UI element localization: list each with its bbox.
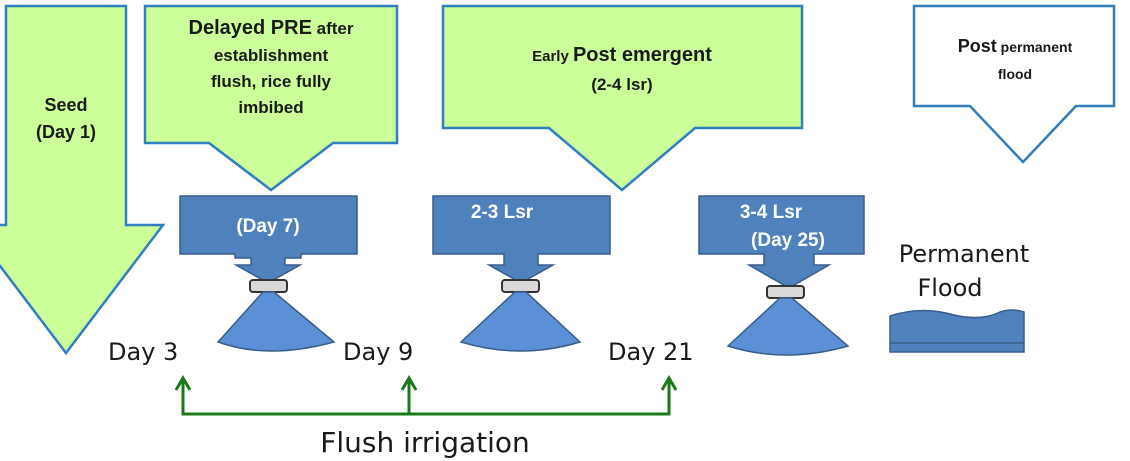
seed-label: Seed: [44, 95, 87, 115]
spray-callout: [432, 195, 611, 284]
nozzle-cap-icon: [501, 279, 540, 293]
spray-cone-icon: [459, 291, 582, 352]
post-flood-line2: flood: [998, 66, 1032, 82]
day-3-label: Day 3: [108, 338, 178, 366]
post-flood-small: permanent: [997, 39, 1073, 55]
spray-callout: [698, 195, 865, 289]
early-post-line1: Early Post emergent: [532, 44, 712, 66]
spray-cone-icon: [216, 291, 336, 352]
delayed-pre-after: after: [312, 19, 354, 38]
early-post-big: Post emergent: [573, 44, 712, 66]
spray-label: (Day 7): [236, 216, 299, 237]
seed-arrow-shape: [0, 4, 166, 356]
seed-arrow: Seed (Day 1): [0, 4, 166, 356]
spray-callout: [179, 195, 358, 284]
day-21-label: Day 21: [608, 338, 694, 366]
seed-day-label: (Day 1): [36, 122, 96, 142]
spray-3-4-lsr: 3-4 Lsr (Day 25): [698, 195, 865, 356]
early-post-line2: (2-4 lsr): [591, 75, 652, 94]
arrowhead-icon: [660, 375, 678, 391]
delayed-pre-bold: Delayed PRE: [189, 17, 312, 39]
permanent-flood-line2: Flood: [917, 274, 982, 302]
nozzle-cap-icon: [766, 285, 805, 299]
post-flood-arrow: Post permanent flood: [912, 4, 1116, 164]
spray-label: 2-3 Lsr: [471, 202, 534, 223]
delayed-pre-arrow-shape: [143, 4, 399, 192]
arrowhead-icon: [174, 375, 192, 391]
irrigation-line: [181, 380, 671, 416]
early-post-arrow: Early Post emergent (2-4 lsr): [441, 4, 804, 192]
delayed-pre-line3: flush, rice fully: [211, 72, 332, 91]
early-post-arrow-shape: [441, 4, 804, 192]
flood-water-icon: [889, 309, 1025, 353]
delayed-pre-line2: establishment: [214, 46, 329, 65]
spray-2-3-lsr: 2-3 Lsr: [432, 195, 611, 352]
day-9-label: Day 9: [343, 338, 413, 366]
spray-label-line2: (Day 25): [751, 230, 825, 251]
post-flood-line1: Post permanent: [958, 36, 1073, 56]
delayed-pre-line1: Delayed PRE after: [189, 17, 354, 39]
spray-label-line1: 3-4 Lsr: [740, 202, 803, 223]
spray-cone-icon: [726, 297, 850, 356]
post-flood-big: Post: [958, 36, 997, 56]
delayed-pre-line4: imbibed: [238, 98, 303, 117]
spray-day7: (Day 7): [179, 195, 358, 352]
early-post-small: Early: [532, 48, 573, 65]
flush-irrigation-label: Flush irrigation: [320, 426, 530, 459]
nozzle-cap-icon: [249, 279, 288, 293]
post-flood-arrow-shape: [912, 4, 1116, 164]
arrowhead-icon: [400, 375, 418, 391]
permanent-flood-line1: Permanent: [899, 240, 1030, 268]
flush-irrigation-bracket: [174, 375, 678, 416]
delayed-pre-arrow: Delayed PRE after establishment flush, r…: [143, 4, 399, 192]
